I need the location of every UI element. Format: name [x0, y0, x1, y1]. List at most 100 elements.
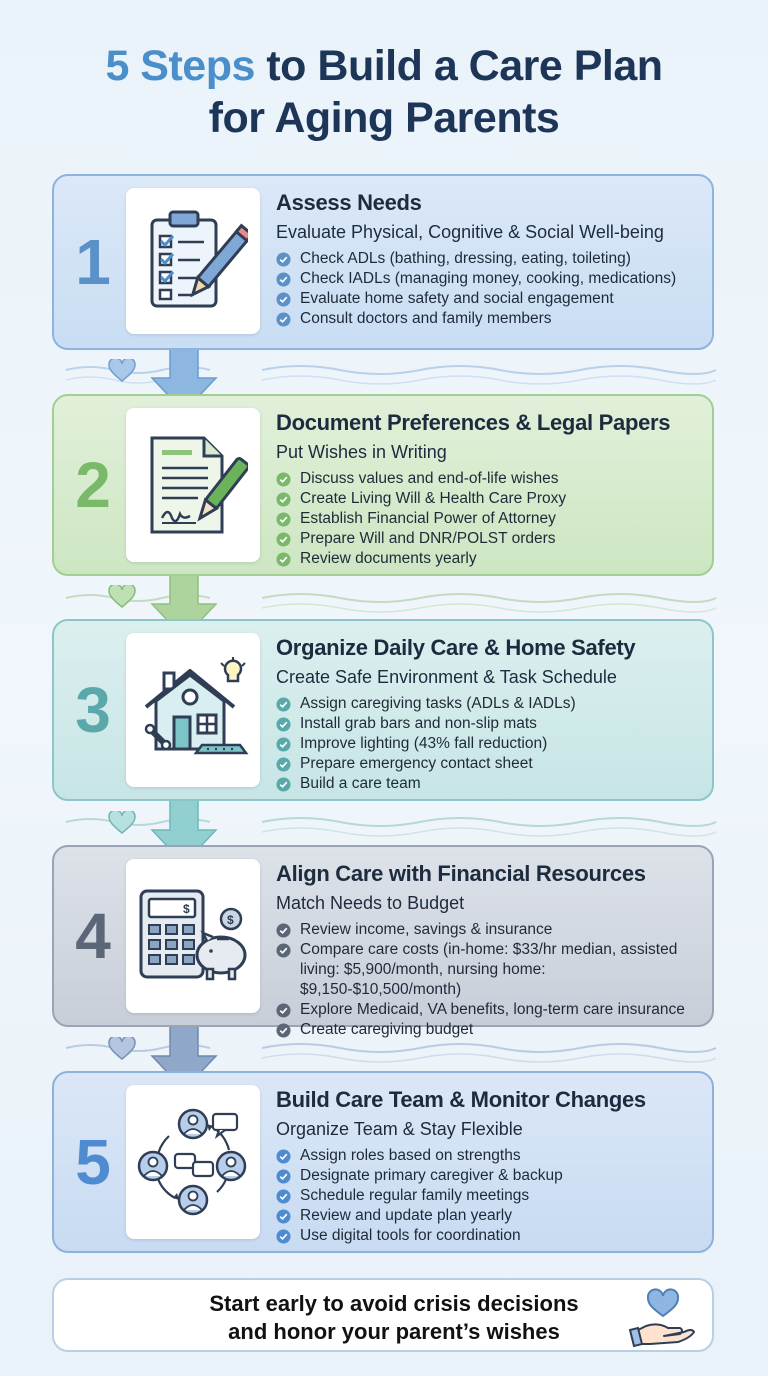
step-icon-box: [126, 408, 260, 562]
care-team-cycle-icon: [137, 1108, 247, 1216]
heart-icon: [108, 585, 136, 608]
check-circle-icon: [276, 512, 291, 527]
step-content: Align Care with Financial Resources Matc…: [276, 861, 702, 1040]
step-checklist: Review income, savings & insurance Compa…: [276, 920, 702, 1040]
footer-banner: Start early to avoid crisis decisions an…: [52, 1278, 714, 1352]
checklist-item: Review documents yearly: [276, 549, 702, 569]
step-content: Organize Daily Care & Home Safety Create…: [276, 635, 702, 794]
step-subtitle: Match Needs to Budget: [276, 893, 465, 913]
step-title: Align Care with Financial Resources: [276, 861, 646, 886]
svg-text:$: $: [183, 902, 190, 916]
step-icon-box: [126, 633, 260, 787]
checklist-item: Review income, savings & insurance: [276, 920, 702, 940]
step-icon-box: [126, 1085, 260, 1239]
step-icon-box: [126, 188, 260, 334]
heart-icon: [108, 1037, 136, 1060]
step-checklist: Assign caregiving tasks (ADLs & IADLs) I…: [276, 694, 702, 794]
hand-heart-icon: [628, 1288, 695, 1348]
check-circle-icon: [276, 737, 291, 752]
step-subtitle: Put Wishes in Writing: [276, 442, 447, 462]
document-pen-icon: [150, 436, 248, 534]
step-card-4: 4 $ $ Align Care with Financial Resource…: [52, 845, 714, 1038]
title-rest: to Build a Care Plan: [266, 42, 663, 90]
checklist-item: Evaluate home safety and social engageme…: [276, 289, 702, 309]
check-circle-icon: [276, 923, 291, 938]
clipboard-checklist-icon: [150, 210, 248, 308]
checklist-item: Use digital tools for coordination: [276, 1226, 702, 1246]
check-circle-icon: [276, 757, 291, 772]
checklist-item: Designate primary caregiver & backup: [276, 1166, 702, 1186]
checklist-item: Create caregiving budget: [276, 1020, 702, 1040]
checklist-item: Create Living Will & Health Care Proxy: [276, 489, 702, 509]
check-circle-icon: [276, 292, 291, 307]
page-title: 5 Steps to Build a Care Plan for Aging P…: [0, 40, 768, 144]
check-circle-icon: [276, 552, 291, 567]
checklist-item: Consult doctors and family members: [276, 309, 702, 329]
step-subtitle: Create Safe Environment & Task Schedule: [276, 667, 617, 687]
checklist-item: Install grab bars and non-slip mats: [276, 714, 702, 734]
check-circle-icon: [276, 777, 291, 792]
check-circle-icon: [276, 1149, 291, 1164]
checklist-item: Check ADLs (bathing, dressing, eating, t…: [276, 249, 702, 269]
step-card-3: 3 Organize Daily Care & Home Safety Crea…: [52, 619, 714, 801]
step-subtitle: Organize Team & Stay Flexible: [276, 1119, 523, 1139]
check-circle-icon: [276, 1023, 291, 1038]
step-number: 1: [75, 226, 111, 298]
step-card-1: 1 Assess Needs Evaluate Physical, Cognit…: [52, 174, 714, 350]
heart-icon: [108, 359, 136, 382]
check-circle-icon: [276, 472, 291, 487]
heart-icon: [108, 811, 136, 834]
step-content: Build Care Team & Monitor Changes Organi…: [276, 1087, 702, 1246]
footer-line-2: and honor your parent’s wishes: [228, 1319, 560, 1344]
footer-message: Start early to avoid crisis decisions an…: [134, 1290, 654, 1346]
calculator-piggy-bank-icon: $ $: [139, 889, 247, 981]
step-icon-box: $ $: [126, 859, 260, 1013]
step-title: Assess Needs: [276, 190, 422, 215]
checklist-item: Assign roles based on strengths: [276, 1146, 702, 1166]
step-card-2: 2 Document Preferences & Legal Papers Pu…: [52, 394, 714, 576]
step-card-5: 5 Build Care Team & Monitor: [52, 1071, 714, 1253]
step-title: Build Care Team & Monitor Changes: [276, 1087, 646, 1112]
checklist-item: Build a care team: [276, 774, 702, 794]
check-circle-icon: [276, 492, 291, 507]
step-title: Document Preferences & Legal Papers: [276, 410, 671, 435]
checklist-item: Prepare Will and DNR/POLST orders: [276, 529, 702, 549]
footer-line-1: Start early to avoid crisis decisions: [209, 1291, 579, 1316]
checklist-item: Compare care costs (in-home: $33/hr medi…: [276, 940, 702, 1000]
check-circle-icon: [276, 717, 291, 732]
check-circle-icon: [276, 1209, 291, 1224]
checklist-item: Establish Financial Power of Attorney: [276, 509, 702, 529]
svg-text:$: $: [227, 913, 234, 927]
step-number: 3: [75, 674, 111, 746]
checklist-item: Review and update plan yearly: [276, 1206, 702, 1226]
step-number: 4: [75, 900, 111, 972]
check-circle-icon: [276, 252, 291, 267]
check-circle-icon: [276, 697, 291, 712]
step-title: Organize Daily Care & Home Safety: [276, 635, 636, 660]
step-content: Document Preferences & Legal Papers Put …: [276, 410, 702, 569]
checklist-item: Discuss values and end-of-life wishes: [276, 469, 702, 489]
step-checklist: Assign roles based on strengths Designat…: [276, 1146, 702, 1246]
check-circle-icon: [276, 1189, 291, 1204]
step-number: 5: [75, 1126, 111, 1198]
step-content: Assess Needs Evaluate Physical, Cognitiv…: [276, 190, 702, 329]
step-checklist: Check ADLs (bathing, dressing, eating, t…: [276, 249, 702, 329]
title-accent: 5 Steps: [105, 42, 255, 90]
check-circle-icon: [276, 1169, 291, 1184]
check-circle-icon: [276, 312, 291, 327]
check-circle-icon: [276, 1003, 291, 1018]
step-number: 2: [75, 449, 111, 521]
checklist-item: Explore Medicaid, VA benefits, long-term…: [276, 1000, 702, 1020]
check-circle-icon: [276, 272, 291, 287]
check-circle-icon: [276, 1229, 291, 1244]
title-line2: for Aging Parents: [208, 94, 560, 142]
house-safety-icon: [144, 657, 249, 755]
checklist-item: Schedule regular family meetings: [276, 1186, 702, 1206]
checklist-item: Improve lighting (43% fall reduction): [276, 734, 702, 754]
check-circle-icon: [276, 943, 291, 958]
step-checklist: Discuss values and end-of-life wishes Cr…: [276, 469, 702, 569]
checklist-item: Assign caregiving tasks (ADLs & IADLs): [276, 694, 702, 714]
step-subtitle: Evaluate Physical, Cognitive & Social We…: [276, 222, 664, 242]
checklist-item: Prepare emergency contact sheet: [276, 754, 702, 774]
checklist-item: Check IADLs (managing money, cooking, me…: [276, 269, 702, 289]
